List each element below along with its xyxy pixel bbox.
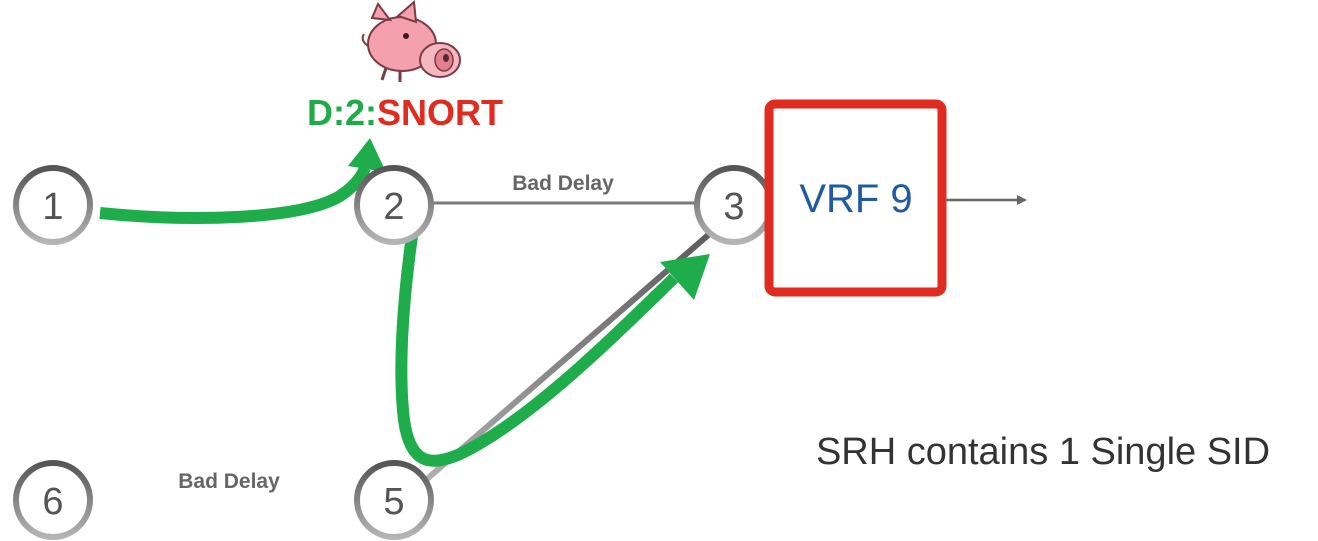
link-label-2-3: Bad Delay bbox=[512, 172, 614, 195]
node-6: 6 bbox=[13, 460, 93, 540]
node-3: 3 bbox=[694, 165, 774, 245]
node-1: 1 bbox=[13, 165, 93, 245]
node-label: 2 bbox=[383, 186, 404, 228]
node-label: 5 bbox=[383, 481, 404, 523]
path-segment-2-5-3 bbox=[395, 235, 679, 467]
pig-icon bbox=[361, 0, 461, 82]
node-5: 5 bbox=[354, 460, 434, 540]
link-5-3 bbox=[418, 227, 716, 488]
path-arrowhead-1-2 bbox=[348, 138, 386, 172]
node-label: 6 bbox=[42, 481, 63, 523]
node-label: 3 bbox=[723, 186, 744, 228]
links bbox=[50, 199, 716, 503]
path-segment-1-2 bbox=[99, 165, 371, 224]
link-label-6-5: Bad Delay bbox=[178, 470, 280, 493]
sid-function: SNORT bbox=[377, 92, 503, 133]
vrf-box bbox=[764, 99, 947, 297]
path-arrowhead-to-3 bbox=[660, 254, 710, 300]
node-2: 2 bbox=[354, 165, 434, 245]
node-label: 1 bbox=[42, 186, 63, 228]
vrf-label: VRF 9 bbox=[799, 177, 912, 221]
sid-label: D:2:SNORT bbox=[307, 92, 503, 133]
caption: SRH contains 1 Single SID bbox=[816, 431, 1270, 473]
sid-locator: D:2: bbox=[307, 92, 377, 133]
